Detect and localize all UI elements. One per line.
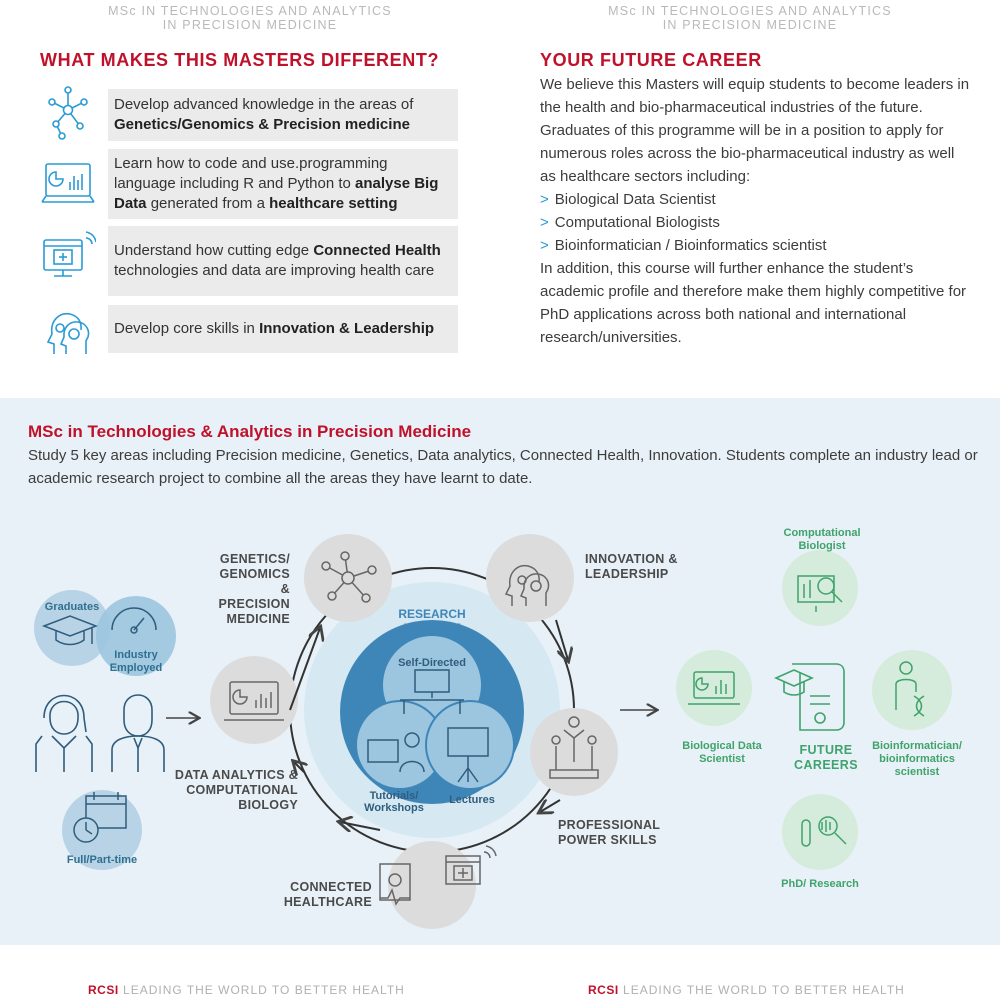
- lectures-board-icon: [447, 727, 489, 783]
- heads-gears-icon: [46, 312, 90, 354]
- footer-right: RCSI LEADING THE WORLD TO BETTER HEALTH: [588, 983, 905, 997]
- module-label-connected: CONNECTED HEALTHCARE: [283, 880, 372, 909]
- research-tutorials-label: Tutorials/ Workshops: [364, 790, 424, 814]
- module-people-icon: [549, 716, 599, 779]
- research-title: RESEARCH PROJECT: [398, 607, 466, 635]
- feature-text: Learn how to code and use.programming la…: [114, 155, 388, 192]
- career-role: >Bioinformatician / Bioinformatics scien…: [540, 237, 827, 254]
- running-head-left: MSc IN TECHNOLOGIES AND ANALYTICS IN PRE…: [108, 4, 392, 32]
- career-label-biological: Biological Data Scientist: [682, 740, 762, 765]
- research-self-label: Self-Directed: [398, 657, 466, 669]
- student-woman-icon: [35, 694, 93, 772]
- different-title: WHAT MAKES THIS MASTERS DIFFERENT?: [40, 50, 440, 70]
- student-man-icon: [111, 694, 165, 772]
- desk-computer-icon: [400, 669, 464, 714]
- feature-bold: analyse Big Data: [114, 175, 439, 212]
- cycle-arrow: [289, 628, 320, 711]
- tutorial-person-icon: [367, 732, 425, 773]
- rcsi-brand: RCSI: [88, 983, 119, 997]
- career-title: YOUR FUTURE CAREER: [540, 50, 762, 70]
- career-role: >Computational Biologists: [540, 214, 720, 231]
- footer-tagline: LEADING THE WORLD TO BETTER HEALTH: [623, 983, 905, 997]
- feature-bold: healthcare setting: [269, 195, 398, 212]
- career-closing: In addition, this course will further en…: [540, 260, 967, 346]
- feature-bold: Genetics/Genomics & Precision medicine: [114, 116, 410, 133]
- bullet-chevron-icon: >: [540, 191, 549, 208]
- calendar-clock-icon: [73, 792, 127, 843]
- laptop-chart-icon: [41, 163, 95, 203]
- feature-text: generated from a: [150, 195, 265, 212]
- career-laptop-icon: [688, 671, 740, 705]
- module-circle-connected: [388, 841, 476, 929]
- module-label-professional: PROFESSIONAL POWER SKILLS: [558, 818, 660, 847]
- connected-monitor-icon: [43, 231, 96, 277]
- graduates-label: Graduates: [44, 601, 100, 613]
- module-monitor-icon: [379, 845, 497, 906]
- career-microscope-icon: [797, 575, 843, 612]
- mode-circle: [62, 790, 142, 870]
- career-label-bioinformatician: Bioinformatician/ bioinformatics scienti…: [872, 740, 962, 778]
- industry-label: Industry Employed: [109, 649, 163, 674]
- career-section: We believe this Masters will equip stude…: [540, 73, 970, 349]
- cycle-arrow: [340, 822, 381, 830]
- cycle-arrow: [540, 800, 561, 812]
- module-circle-innovation: [486, 534, 574, 622]
- graduates-circle: [34, 590, 110, 666]
- bullet-chevron-icon: >: [540, 237, 549, 254]
- career-circle-bioinformatician: [872, 650, 952, 730]
- module-laptop-icon: [224, 681, 284, 721]
- module-label-genetics: GENETICS/ GENOMICS & PRECISION MEDICINE: [218, 552, 290, 626]
- career-circle-computational: [782, 550, 858, 626]
- cycle-arrow: [555, 619, 568, 660]
- research-lectures-label: Lectures: [449, 794, 495, 806]
- bullet-chevron-icon: >: [540, 214, 549, 231]
- module-label-innovation: INNOVATION & LEADERSHIP: [585, 552, 678, 581]
- career-dna-person-icon: [895, 661, 925, 717]
- network-nodes-icon: [48, 86, 88, 140]
- feature-text: Develop core skills in: [114, 320, 255, 337]
- feature-bold: Connected Health: [313, 242, 441, 259]
- footer-tagline: LEADING THE WORLD TO BETTER HEALTH: [123, 983, 405, 997]
- cycle-arrow: [294, 762, 304, 772]
- industry-circle: [96, 596, 176, 676]
- footer-left: RCSI LEADING THE WORLD TO BETTER HEALTH: [88, 983, 405, 997]
- programme-diagram: [34, 534, 952, 929]
- feature-text: technologies and data are improving heal…: [114, 262, 435, 279]
- career-circle-phd: [782, 794, 858, 870]
- feature-text: Understand how cutting edge: [114, 242, 310, 259]
- career-label-computational: Computational Biologist: [783, 527, 861, 552]
- overview-body: Study 5 key areas including Precision me…: [28, 447, 978, 487]
- feature-box-coding: Learn how to code and use.programming la…: [108, 149, 458, 219]
- module-circle-data: [210, 656, 298, 744]
- mode-label: Full/Part-time: [66, 854, 138, 866]
- career-label-phd: PhD/ Research: [781, 878, 859, 890]
- feature-bold: Innovation & Leadership: [259, 320, 435, 337]
- graduation-cap-icon: [41, 615, 99, 646]
- career-research-icon: [801, 816, 847, 847]
- feature-box-innovation: Develop core skills in Innovation & Lead…: [108, 305, 458, 353]
- career-role: >Biological Data Scientist: [540, 191, 716, 208]
- rcsi-brand: RCSI: [588, 983, 619, 997]
- module-network-icon: [321, 551, 377, 603]
- module-heads-icon: [504, 564, 550, 606]
- running-head-right: MSc IN TECHNOLOGIES AND ANALYTICS IN PRE…: [608, 4, 892, 32]
- career-intro: We believe this Masters will equip stude…: [540, 76, 970, 185]
- career-scroll-cap-icon: [774, 663, 845, 731]
- career-circle-biological: [676, 650, 752, 726]
- overview-title: MSc in Technologies & Analytics in Preci…: [28, 422, 472, 441]
- future-careers-label: FUTURE CAREERS: [794, 743, 858, 772]
- gauge-icon: [111, 607, 157, 634]
- lectures-circle: [425, 700, 515, 790]
- module-label-data: DATA ANALYTICS & COMPUTATIONAL BIOLOGY: [174, 768, 298, 812]
- feature-box-genetics: Develop advanced knowledge in the areas …: [108, 89, 458, 141]
- feature-box-connected-health: Understand how cutting edge Connected He…: [108, 226, 458, 296]
- feature-text: Develop advanced knowledge in the areas …: [114, 96, 414, 113]
